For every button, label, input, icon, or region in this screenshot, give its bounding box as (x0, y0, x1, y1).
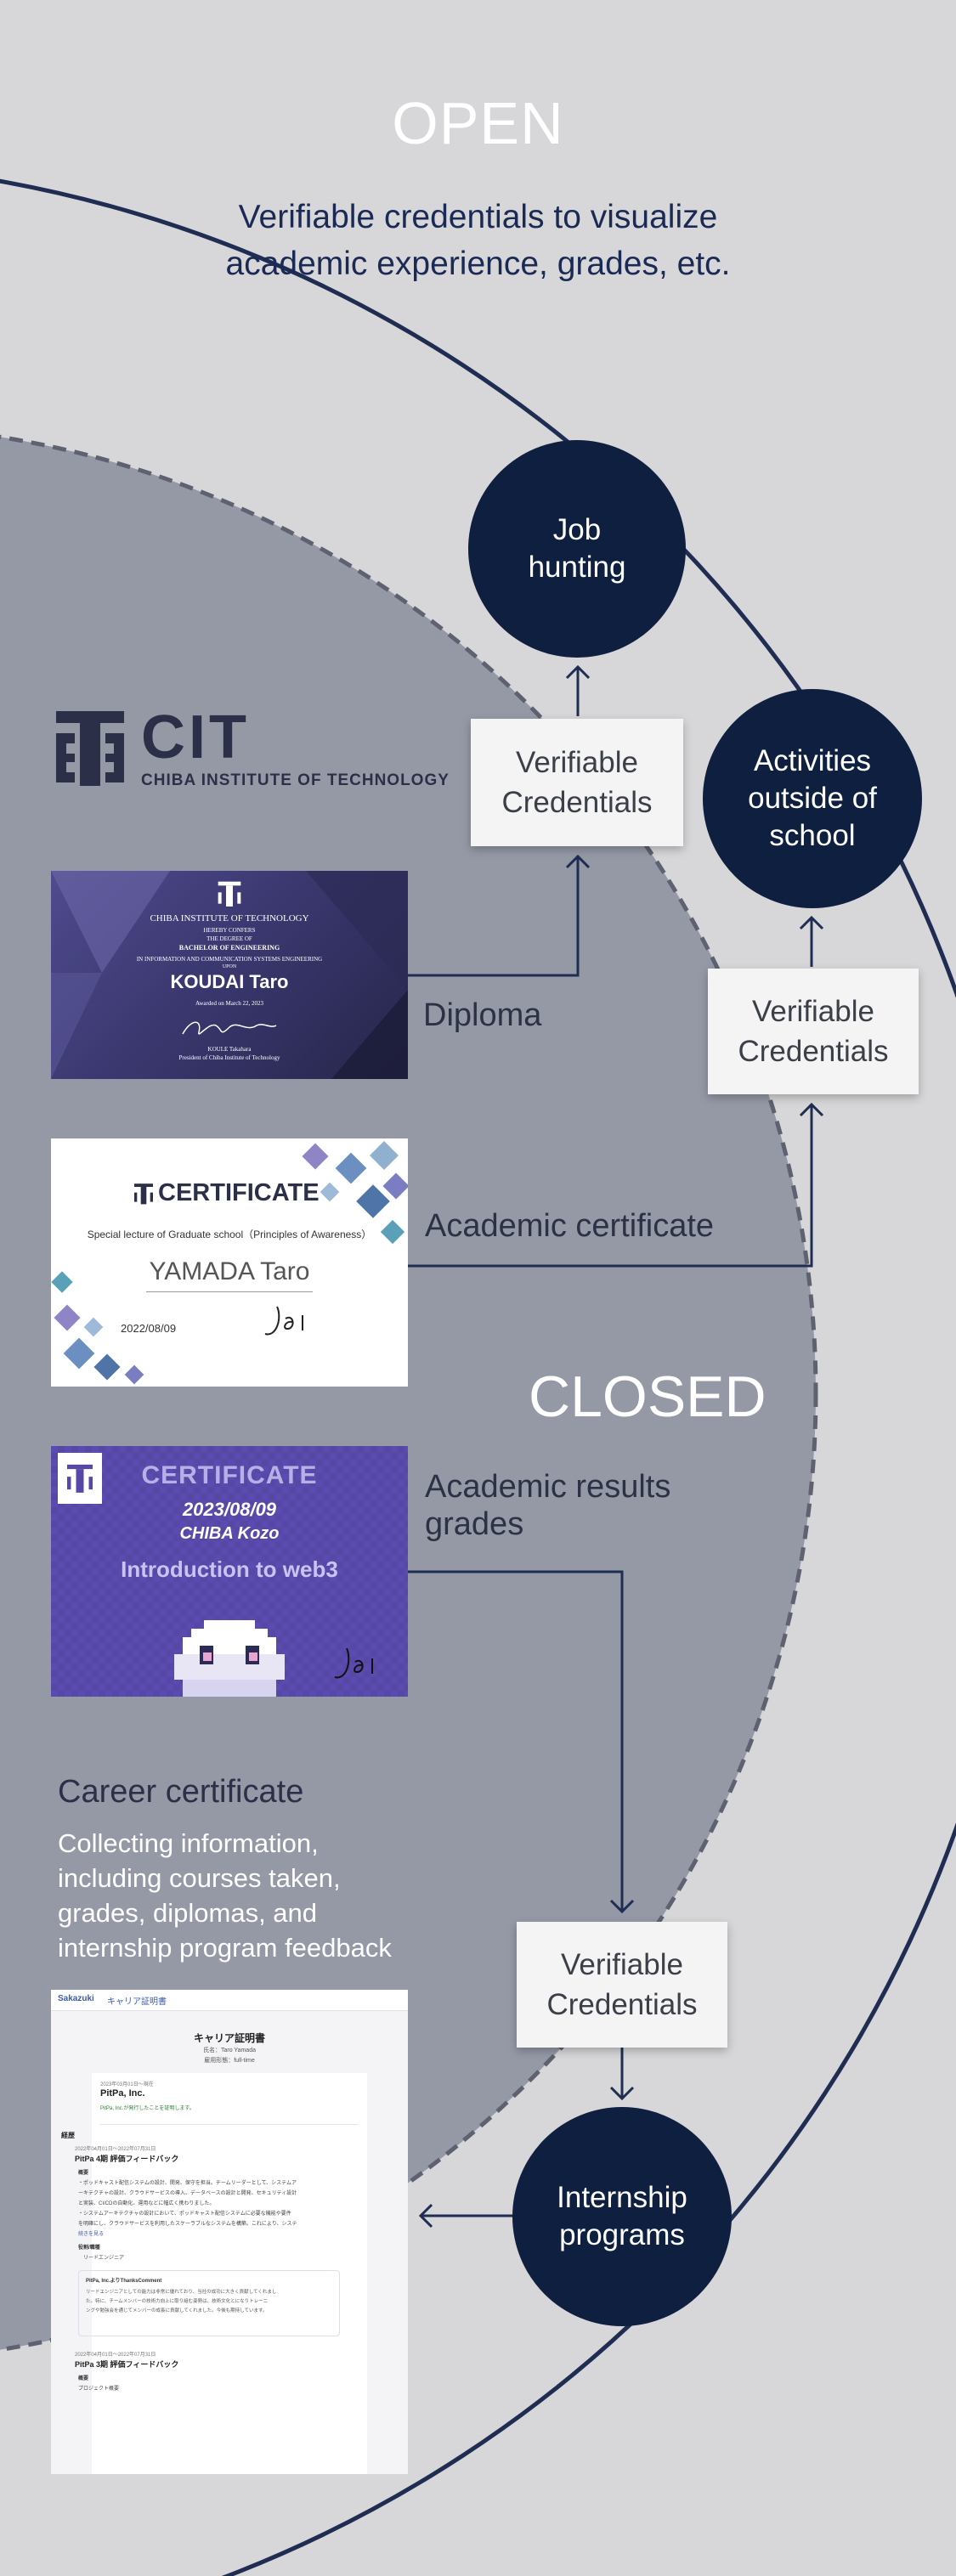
career-divider (100, 2124, 359, 2125)
cit-wordmark: CIT CHIBA INSTITUTE OF TECHNOLOGY (141, 703, 450, 789)
open-title: OPEN (392, 90, 564, 156)
certificate-pattern (51, 1141, 408, 1385)
career-card-body: 2023年03月01日〜現在 PitPa, Inc. PitPa, Inc.が発… (61, 2073, 367, 2474)
diploma-signature-icon (182, 1021, 277, 1035)
career-certificate-image: Sakazuki キャリア証明書 キャリア証明書 氏名：Taro Yamada … (51, 1990, 408, 2474)
label-academic-certificate: Academic certificate (425, 1208, 715, 1244)
web3-logo-icon (67, 1464, 93, 1493)
web3-signature-icon (334, 1647, 373, 1679)
closed-title: CLOSED (529, 1364, 766, 1429)
certificate-signature-icon (264, 1306, 303, 1336)
academic-certificate-image: CERTIFICATE Special lecture of Graduate … (51, 1138, 408, 1387)
pixel-character-icon (174, 1620, 285, 1697)
career-card-header: Sakazuki キャリア証明書 (51, 1990, 408, 2011)
subtitle: Verifiable credentials to visualize acad… (225, 199, 731, 282)
career-description: Career certificate Collecting informatio… (58, 1774, 392, 1963)
academic-results-connector (408, 1570, 635, 1914)
cit-logo-icon (56, 711, 124, 786)
label-diploma: Diploma (423, 997, 542, 1033)
diploma-image: CHIBA INSTITUTE OF TECHNOLOGY HEREBY CON… (51, 871, 408, 1079)
thanks-comment-box: PitPa, Inc.よりThanksComment リードエンジニアとしての能… (78, 2270, 340, 2336)
diploma-connector (408, 854, 591, 977)
web3-logo-box (58, 1453, 102, 1504)
diploma-logo-icon (218, 881, 241, 907)
academic-cert-connector (408, 1102, 824, 1268)
label-academic-results: Academic results grades (425, 1469, 671, 1542)
diploma-pattern (51, 871, 408, 1079)
certificate-logo-icon (134, 1183, 153, 1205)
certificate-rule (146, 1291, 313, 1292)
read-more-link[interactable]: 続きを見る (78, 2232, 105, 2237)
academic-results-image: CERTIFICATE 2023/08/09 CHIBA Kozo Introd… (51, 1446, 408, 1697)
